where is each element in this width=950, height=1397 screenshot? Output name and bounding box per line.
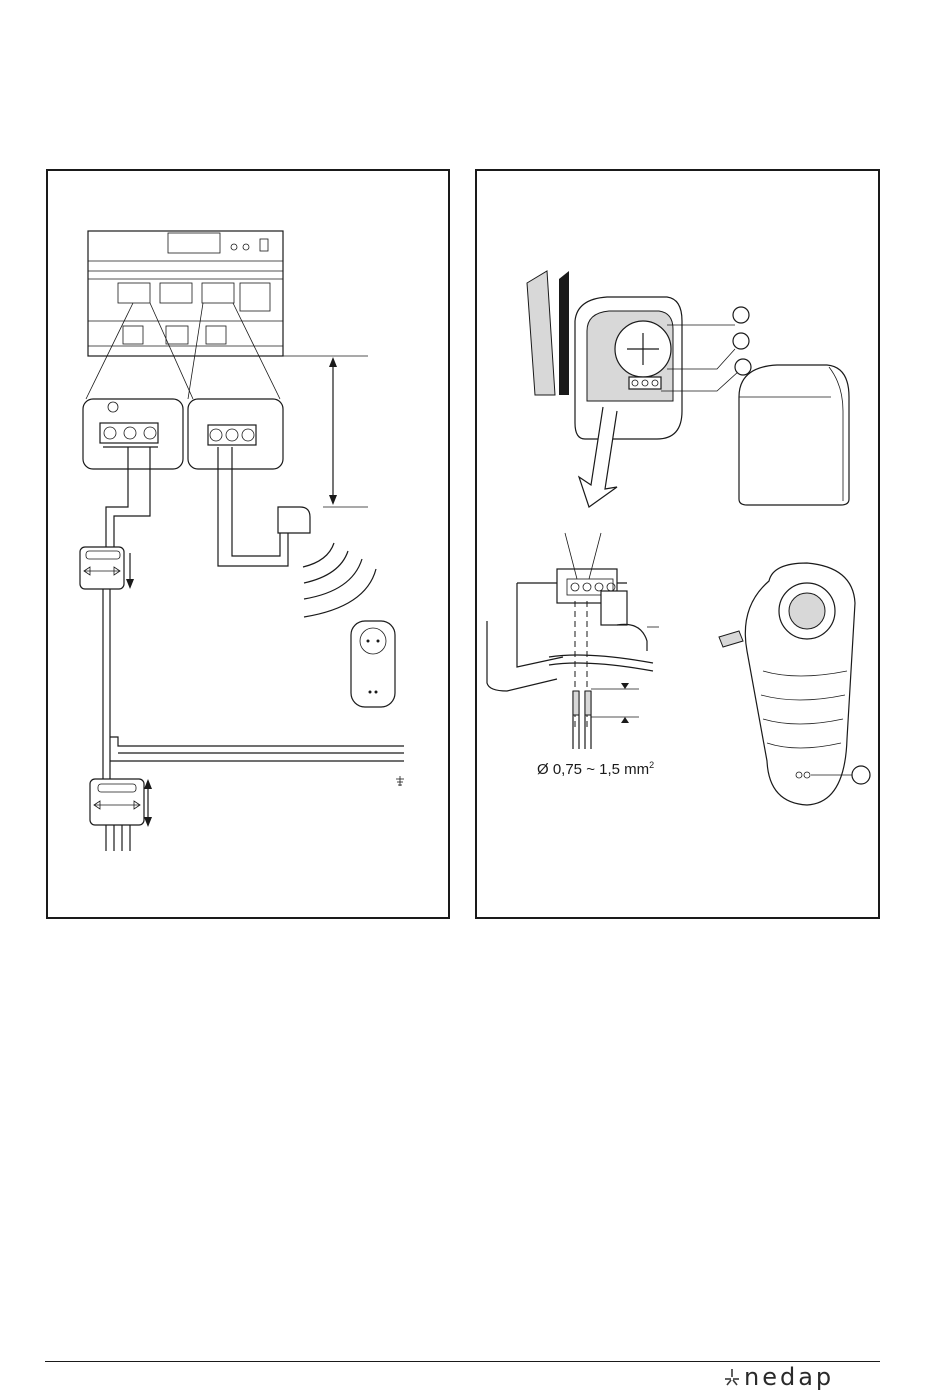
installation-diagram (477, 171, 878, 917)
junction-module (90, 779, 152, 827)
wire-gauge-label: Ø 0,75 ~ 1,5 mm2 (537, 760, 654, 778)
wiring-diagram-panel (46, 169, 450, 919)
transmitter-housing (575, 297, 682, 439)
wireless-transmitter (278, 507, 310, 533)
callout-1 (733, 307, 749, 323)
controller-board (88, 231, 368, 356)
radio-waves (303, 543, 376, 617)
callout-2 (733, 333, 749, 349)
distance-indicator (323, 357, 368, 507)
terminal-wiring-detail (487, 533, 659, 749)
footer-rule (45, 1361, 880, 1362)
earth-symbol (396, 776, 404, 786)
wiring-diagram (48, 171, 448, 917)
star-icon (722, 1366, 742, 1392)
installation-detail-panel: Ø 0,75 ~ 1,5 mm2 (475, 169, 880, 919)
callout-3 (735, 359, 751, 375)
brand-logo: nedap (722, 1366, 882, 1392)
transmitter-cover (739, 365, 849, 505)
mains-terminal-zoom (83, 399, 183, 469)
plug-in-receiver-3d (719, 563, 870, 805)
power-plug-module (80, 547, 134, 589)
callout-4 (852, 766, 870, 784)
plug-in-receiver (351, 621, 395, 707)
signal-terminal-zoom (188, 399, 283, 469)
brand-name: nedap (744, 1363, 834, 1391)
